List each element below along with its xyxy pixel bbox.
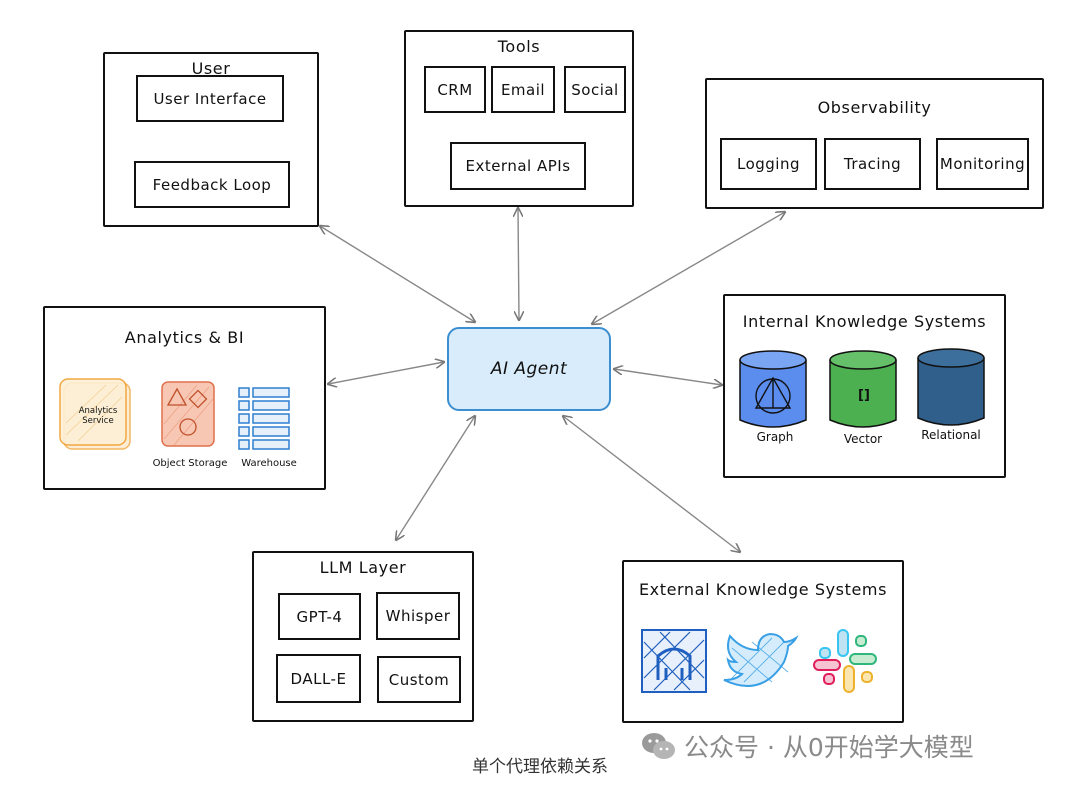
vector-symbol: [] xyxy=(858,388,870,403)
whisper-box: Whisper xyxy=(376,592,460,640)
user-group: User User Interface Feedback Loop xyxy=(103,52,319,227)
github-icon xyxy=(641,629,707,693)
relational-label: Relational xyxy=(921,428,981,442)
monitoring-box: Monitoring xyxy=(936,138,1029,190)
internal-knowledge-group: Internal Knowledge Systems Graph [] Vect… xyxy=(723,294,1006,478)
twitter-icon xyxy=(723,632,799,687)
watermark: 公众号 · 从0开始学大模型 xyxy=(640,728,974,764)
edge-external xyxy=(563,416,740,552)
dalle-box: DALL-E xyxy=(276,654,361,703)
social-box: Social xyxy=(564,66,626,113)
relational-db-icon xyxy=(917,348,985,426)
slack-icon xyxy=(813,629,877,693)
analytics-service-icon xyxy=(59,378,131,450)
object-storage-label: Object Storage xyxy=(152,458,228,469)
vector-db-icon xyxy=(829,350,897,428)
user-interface-box: User Interface xyxy=(136,75,284,122)
vector-label: Vector xyxy=(843,432,883,446)
edge-llm xyxy=(396,416,475,540)
analytics-service-label-2: Service xyxy=(82,416,114,426)
analytics-title: Analytics & BI xyxy=(124,328,245,347)
external-knowledge-group: External Knowledge Systems xyxy=(622,560,904,723)
watermark-text: 公众号 · 从0开始学大模型 xyxy=(684,733,974,762)
crm-box: CRM xyxy=(424,66,486,113)
logging-box: Logging xyxy=(720,138,817,190)
llm-layer-title: LLM Layer xyxy=(319,558,407,577)
ai-agent-node: AI Agent xyxy=(447,327,611,411)
llm-layer-group: LLM Layer GPT-4 Whisper DALL-E Custom xyxy=(252,551,474,722)
edge-tools xyxy=(518,208,519,320)
edge-analytics xyxy=(328,362,444,384)
graph-db-icon xyxy=(739,350,807,428)
tracing-box: Tracing xyxy=(824,138,921,190)
object-storage-icon xyxy=(161,381,215,447)
analytics-group: Analytics & BI Analytics Service Object … xyxy=(43,306,326,490)
wechat-icon xyxy=(642,733,675,759)
external-apis-box: External APIs xyxy=(450,142,586,190)
graph-label: Graph xyxy=(756,430,794,444)
observability-group: Observability Logging Tracing Monitoring xyxy=(705,78,1044,209)
email-box: Email xyxy=(491,66,555,113)
external-knowledge-title: External Knowledge Systems xyxy=(638,580,888,599)
internal-knowledge-title: Internal Knowledge Systems xyxy=(742,312,987,331)
tools-group: Tools CRM Email Social External APIs xyxy=(404,30,634,207)
edge-observability xyxy=(592,212,785,324)
feedback-loop-box: Feedback Loop xyxy=(134,161,290,208)
observability-title: Observability xyxy=(817,98,932,117)
warehouse-label: Warehouse xyxy=(241,458,297,469)
user-title: User xyxy=(191,59,231,78)
analytics-service-label-1: Analytics xyxy=(78,406,118,416)
custom-box: Custom xyxy=(377,656,461,703)
gpt4-box: GPT-4 xyxy=(278,593,361,640)
figure-caption: 单个代理依赖关系 xyxy=(472,757,608,777)
edge-internal xyxy=(614,369,722,385)
tools-title: Tools xyxy=(497,37,541,56)
edge-user xyxy=(320,226,475,322)
warehouse-icon xyxy=(238,387,290,450)
